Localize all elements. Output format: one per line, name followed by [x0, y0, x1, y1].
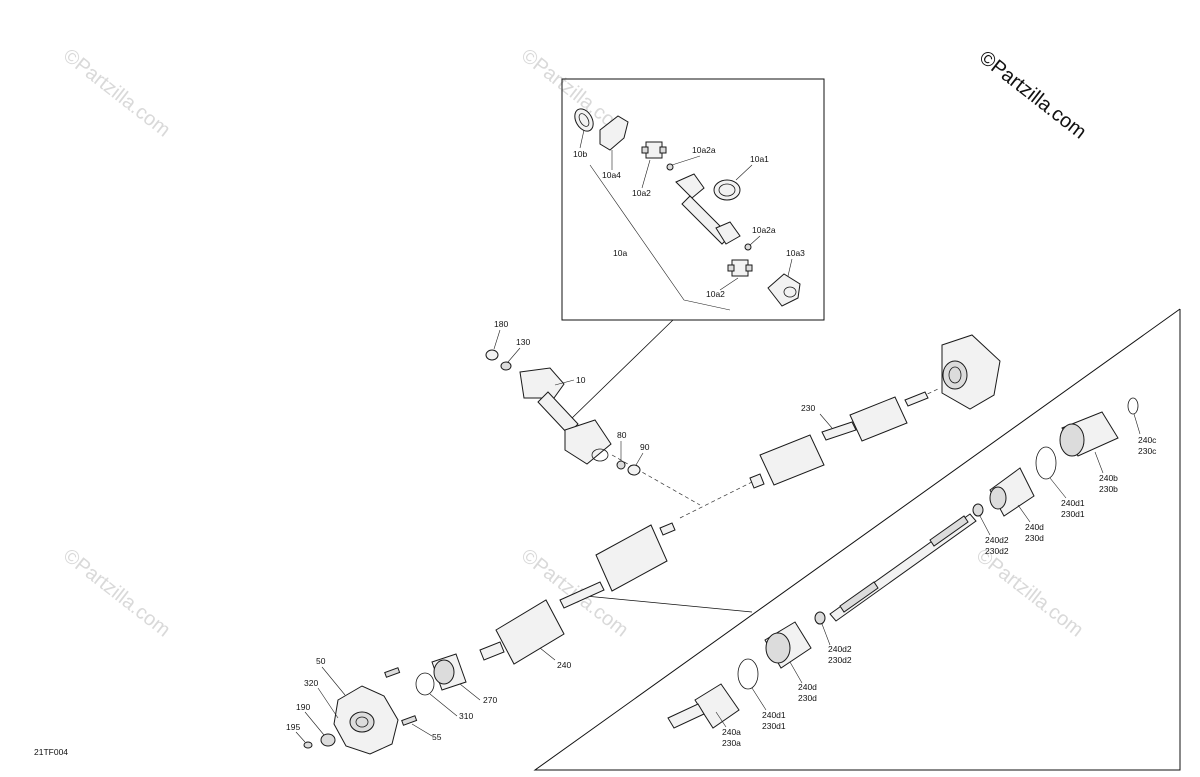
label-230b: 230b [1099, 484, 1118, 494]
boot-240d-lower [764, 621, 812, 669]
bolt-195 [303, 741, 313, 749]
label-10a2a-top: 10a2a [692, 145, 716, 155]
label-270: 270 [483, 695, 497, 705]
exploded-parts [667, 397, 1139, 729]
stud-55 [401, 715, 418, 726]
label-50: 50 [316, 656, 326, 666]
clamp-240d2-lower [814, 611, 826, 625]
label-10a3: 10a3 [786, 248, 805, 258]
label-180: 180 [494, 319, 508, 329]
washer-130 [500, 361, 512, 371]
label-230: 230 [801, 403, 815, 413]
label-240c: 240c [1138, 435, 1157, 445]
label-240d1-upper: 240d1 [1061, 498, 1085, 508]
label-10b: 10b [573, 149, 587, 159]
cross-10a2-bot [727, 259, 753, 277]
label-55: 55 [432, 732, 442, 742]
inset-parts [574, 108, 801, 311]
brand-logo-text: ©Partzilla.com [975, 47, 1090, 144]
shaft-10a [675, 173, 741, 245]
label-230c: 230c [1138, 446, 1157, 456]
boot-10a1 [713, 179, 741, 201]
drive-shaft-10 [485, 349, 612, 465]
label-230d-upper: 230d [1025, 533, 1044, 543]
label-230d2-lower: 230d2 [828, 655, 852, 665]
inner-shaft [829, 513, 977, 622]
exploded-connector-line [574, 594, 753, 613]
label-240a: 240a [722, 727, 741, 737]
label-90: 90 [640, 442, 650, 452]
cross-10a2-top [641, 141, 667, 159]
label-230d1-lower: 230d1 [762, 721, 786, 731]
label-230a: 230a [722, 738, 741, 748]
clamp-240d1-lower [737, 658, 759, 690]
label-10a2-top: 10a2 [632, 188, 651, 198]
shaft-axis-dashed [611, 454, 701, 506]
shaft-axis-dashed [914, 387, 941, 401]
yoke-10a3 [767, 273, 801, 307]
label-130: 130 [516, 337, 530, 347]
label-240d-lower: 240d [798, 682, 817, 692]
label-10a2-bot: 10a2 [706, 289, 725, 299]
inset-detail-box [561, 78, 825, 321]
diagram-code: 21TF004 [34, 747, 68, 757]
label-10: 10 [576, 375, 586, 385]
stud-320 [384, 667, 401, 678]
exploded-view-outline [533, 308, 1181, 771]
label-230d2-upper: 230d2 [985, 546, 1009, 556]
label-80: 80 [617, 430, 627, 440]
nut-80 [616, 460, 626, 470]
washer-90 [627, 464, 641, 476]
fitting-10a2a-bot [744, 243, 752, 251]
watermark: ©Partzilla.com [59, 545, 174, 642]
bearing-270 [431, 653, 467, 691]
label-230d-lower: 230d [798, 693, 817, 703]
watermark: ©Partzilla.com [972, 545, 1087, 642]
halfshaft-240 [479, 522, 676, 665]
shaft-axis-dashed [679, 477, 761, 519]
clip-240c [1127, 397, 1139, 415]
outer-cv-240b [1059, 411, 1119, 457]
halfshaft-230 [749, 391, 929, 489]
snap-ring-310 [415, 672, 435, 696]
label-10a2a-bot: 10a2a [752, 225, 776, 235]
label-240d2-upper: 240d2 [985, 535, 1009, 545]
label-10a: 10a [613, 248, 627, 258]
wheel-hub-right [941, 334, 1001, 410]
label-320: 320 [304, 678, 318, 688]
leader-lines [295, 129, 1141, 743]
clamp-240d2-upper [972, 503, 984, 517]
label-240d2-lower: 240d2 [828, 644, 852, 654]
nut-190 [320, 733, 336, 747]
outer-cv-240a [667, 683, 740, 729]
boot-240d-upper [989, 467, 1035, 517]
label-240b: 240b [1099, 473, 1118, 483]
label-230d1-upper: 230d1 [1061, 509, 1085, 519]
wheel-hub-50 [333, 685, 399, 755]
leader-10a [589, 164, 731, 311]
callout-labels: 10b 10a4 10a2a 10a1 10a2 10a 10a2a 10a3 … [34, 145, 1157, 757]
yoke-10a4 [599, 115, 629, 151]
label-240d1-lower: 240d1 [762, 710, 786, 720]
nut-180 [485, 349, 499, 361]
watermark: ©Partzilla.com [59, 45, 174, 142]
label-10a1: 10a1 [750, 154, 769, 164]
label-310: 310 [459, 711, 473, 721]
label-240d-upper: 240d [1025, 522, 1044, 532]
label-10a4: 10a4 [602, 170, 621, 180]
label-240: 240 [557, 660, 571, 670]
inset-connector-line [569, 319, 674, 421]
fitting-10a2a-top [666, 163, 674, 171]
label-195: 195 [286, 722, 300, 732]
clamp-240d1-upper [1035, 446, 1057, 480]
label-190: 190 [296, 702, 310, 712]
